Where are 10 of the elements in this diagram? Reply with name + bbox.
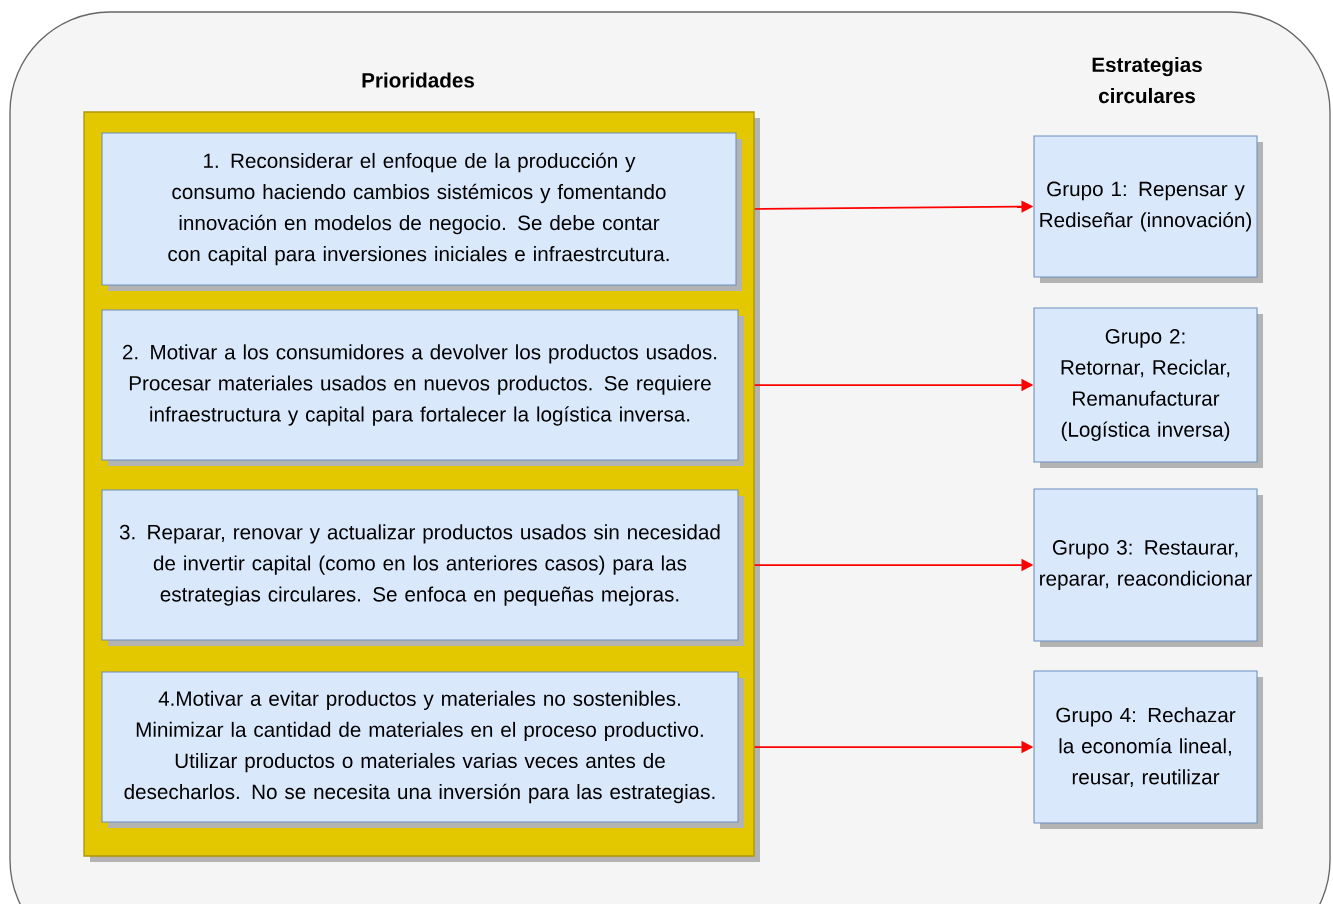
heading: Estrategias circulares (1092, 56, 1202, 104)
node-label: Prioridades (362, 72, 475, 88)
text-box: 4.Motivar a evitar productos y materiales no sostenibles. Minimizar la cantidad de materiales en el proceso productivo. Utilizar productos o materiales varias veces antes de desecharlos. No se necesita una inversión para las estrategias. (101, 671, 744, 828)
text-box: Grupo 3: Restaurar, reparar, reacondicionar (1033, 488, 1263, 647)
text-box: Grupo 2: Retornar, Reciclar, Remanufacturar (Logística inversa) (1033, 307, 1263, 468)
text-box: 3. Reparar, renovar y actualizar productos usados sin necesidad de invertir capital (como en los anteriores casos) para las estrategias circulares. Se enfoca en pequeñas mejoras. (101, 489, 744, 646)
text-box: Grupo 4: Rechazar la economía lineal, reusar, reutilizar (1033, 670, 1263, 829)
text-box: 2. Motivar a los consumidores a devolver los productos usados. Procesar materiales usados en nuevos productos. Se requiere infraestructura y capital para fortalecer la logística inversa. (101, 309, 744, 466)
text-box: Grupo 1: Repensar y Rediseñar (innovación) (1033, 135, 1263, 283)
text-box: 1. Reconsiderar el enfoque de la producción y consumo haciendo cambios sistémicos y fomentando innovación en modelos de negocio. Se debe contar con capital para inversiones iniciales e infraestrcutura. (101, 132, 742, 291)
